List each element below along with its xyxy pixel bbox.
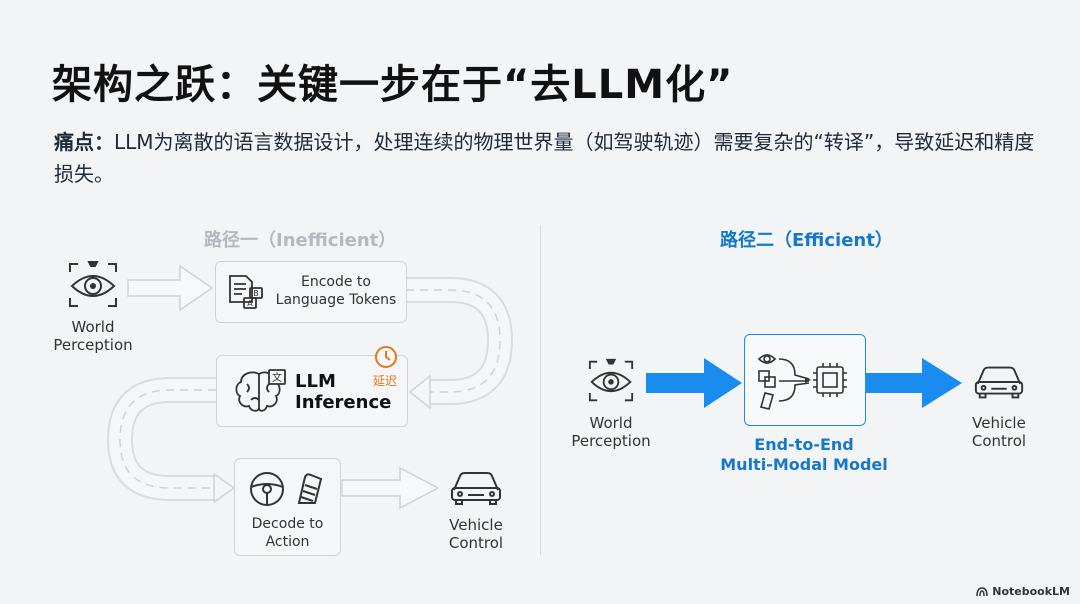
path1-world-perception-label: World Perception [53, 318, 133, 354]
path1-vehicle-control-label: Vehicle Control [448, 516, 504, 552]
pain-point-text: LLM为离散的语言数据设计，处理连续的物理世界量（如驾驶轨迹）需要复杂的“转译”… [54, 130, 1035, 186]
road-encode-to-llm [406, 277, 514, 410]
path2-label: 路径二（Efficient） [720, 230, 893, 251]
svg-text:B: B [253, 289, 259, 298]
footer-brand: NotebookLM [976, 585, 1070, 598]
decode-box: Decode to Action [234, 458, 341, 556]
arrow-perception-to-encode [127, 264, 214, 312]
encode-box: B A Encode to Language Tokens [215, 261, 407, 323]
encode-label: Encode to Language Tokens [275, 274, 397, 308]
steering-wheel-icon [250, 472, 284, 506]
arrow-model-to-vehicle [866, 358, 962, 408]
pain-point: 痛点：LLM为离散的语言数据设计，处理连续的物理世界量（如驾驶轨迹）需要复杂的“… [54, 126, 1044, 190]
arrow-perception-to-model [646, 358, 742, 408]
car-icon [451, 472, 501, 505]
page-title: 架构之跃：关键一步在于“去LLM化” [52, 62, 734, 108]
llm-inference-box: 文 LLM Inference 延迟 [216, 346, 408, 427]
eye-scan-icon [69, 261, 117, 307]
notebooklm-logo-icon [976, 586, 988, 596]
path2-vehicle-control-label: Vehicle Control [971, 414, 1027, 450]
document-tokens-icon: B A [229, 275, 263, 309]
brain-icon: 文 [235, 369, 286, 412]
pain-point-label: 痛点： [54, 130, 114, 154]
path2-world-perception-label: World Perception [571, 414, 651, 450]
eye-scan-icon-2 [588, 358, 634, 402]
arrow-decode-to-vehicle [341, 466, 440, 510]
llm-inference-label: LLM Inference [295, 371, 392, 413]
footer-text: NotebookLM [992, 585, 1070, 598]
svg-text:文: 文 [272, 371, 282, 384]
pedal-icon [297, 473, 323, 504]
decode-label: Decode to Action [251, 516, 324, 550]
car-icon-2 [974, 366, 1024, 399]
path1-label: 路径一（Inefficient） [204, 230, 397, 251]
road-llm-to-decode [106, 377, 236, 504]
end-to-end-model-box [744, 334, 866, 426]
clock-icon [375, 346, 397, 368]
divider [540, 225, 541, 555]
end-to-end-model-label: End-to-End Multi-Modal Model [720, 435, 888, 474]
latency-badge: 延迟 [372, 374, 397, 388]
svg-text:A: A [247, 299, 253, 308]
multimodal-chip-icon [757, 354, 847, 410]
